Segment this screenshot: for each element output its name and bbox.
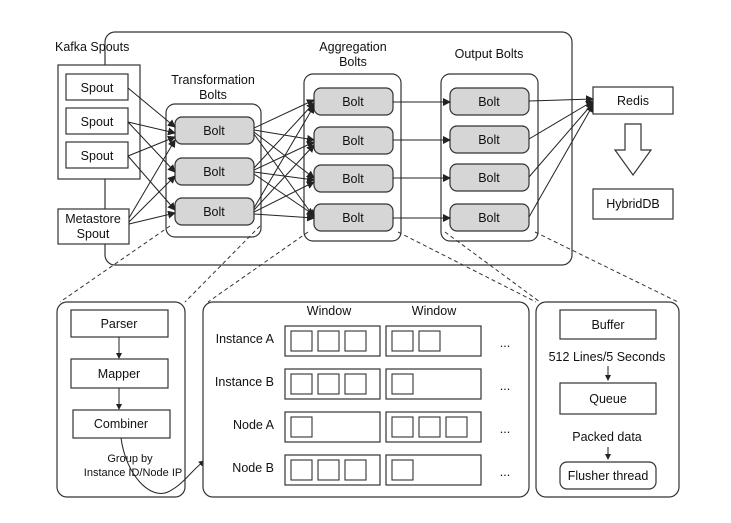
group-by-label-1: Group by bbox=[107, 453, 153, 465]
row-ellipsis: ... bbox=[500, 465, 510, 479]
transformation-bolt-2-label: Bolt bbox=[203, 165, 225, 179]
transformation-bolts-title-2: Bolts bbox=[199, 88, 227, 102]
window-header-1: Window bbox=[307, 304, 352, 318]
combiner-to-windows-arrow bbox=[120, 437, 205, 494]
window-slot bbox=[391, 416, 414, 438]
output-bolt-2-label: Bolt bbox=[478, 133, 500, 147]
window-slot bbox=[290, 330, 313, 352]
window-slot bbox=[290, 416, 313, 438]
window-slot bbox=[290, 459, 313, 481]
buffer-label: Buffer bbox=[591, 318, 624, 332]
row-ellipsis: ... bbox=[500, 336, 510, 350]
queue-box bbox=[559, 382, 657, 415]
spout-1 bbox=[65, 73, 129, 101]
output-bolts-group bbox=[440, 73, 539, 242]
window-slot bbox=[391, 373, 414, 395]
window-slot bbox=[344, 373, 367, 395]
spout-3 bbox=[65, 141, 129, 169]
spout-1-label: Spout bbox=[81, 81, 114, 95]
redis-label: Redis bbox=[617, 94, 649, 108]
spout-2 bbox=[65, 107, 129, 135]
hybriddb-box bbox=[592, 188, 674, 220]
row-ellipsis: ... bbox=[500, 379, 510, 393]
window-slot bbox=[418, 416, 441, 438]
window-slot bbox=[344, 459, 367, 481]
metastore-spout-label-1: Metastore bbox=[65, 212, 121, 226]
aggregation-to-output-edges bbox=[393, 98, 451, 222]
aggregation-bolt-3-label: Bolt bbox=[342, 172, 364, 186]
aggregation-bolts-title-2: Bolts bbox=[339, 55, 367, 69]
row-label: Instance A bbox=[216, 332, 275, 346]
hybriddb-label: HybridDB bbox=[606, 197, 660, 211]
flusher-thread-box bbox=[559, 461, 657, 490]
window-slot bbox=[317, 459, 340, 481]
window-slot bbox=[391, 459, 414, 481]
window-slot bbox=[445, 416, 468, 438]
mapper-label: Mapper bbox=[98, 367, 140, 381]
aggregation-bolts-title-1: Aggregation bbox=[319, 40, 386, 54]
output-bolt-3-label: Bolt bbox=[478, 171, 500, 185]
output-bolts-title: Output Bolts bbox=[455, 47, 524, 61]
transformation-bolts-title-1: Transformation bbox=[171, 73, 255, 87]
transformation-bolt-1-label: Bolt bbox=[203, 124, 225, 138]
zoom-connectors bbox=[59, 225, 679, 303]
output-to-redis-edges bbox=[528, 95, 594, 218]
window-slot bbox=[344, 330, 367, 352]
queue-label: Queue bbox=[589, 392, 627, 406]
spout-2-label: Spout bbox=[81, 115, 114, 129]
parser-label: Parser bbox=[101, 317, 138, 331]
transformation-to-aggregation-edges bbox=[253, 99, 315, 222]
rate-label: 512 Lines/5 Seconds bbox=[549, 350, 666, 364]
window-slot bbox=[418, 330, 441, 352]
mapper-box bbox=[70, 358, 169, 389]
metastore-spout bbox=[57, 208, 130, 245]
combiner-label: Combiner bbox=[94, 417, 148, 431]
metastore-spout-label-2: Spout bbox=[77, 227, 110, 241]
flusher-thread-label: Flusher thread bbox=[568, 469, 649, 483]
aggregation-bolt-1-label: Bolt bbox=[342, 95, 364, 109]
window-slot bbox=[317, 373, 340, 395]
output-bolt-4-label: Bolt bbox=[478, 211, 500, 225]
buffer-box bbox=[559, 309, 657, 340]
row-label: Node A bbox=[233, 418, 275, 432]
window-slot bbox=[317, 330, 340, 352]
window-rows: Instance A... Instance B... Node A... Node … bbox=[215, 325, 510, 486]
spout-3-label: Spout bbox=[81, 149, 114, 163]
aggregation-bolts-group bbox=[303, 73, 402, 242]
row-ellipsis: ... bbox=[500, 422, 510, 436]
kafka-spouts-label: Kafka Spouts bbox=[55, 40, 129, 54]
window-slot bbox=[391, 330, 414, 352]
row-label: Instance B bbox=[215, 375, 274, 389]
transformation-detail-panel bbox=[56, 301, 186, 498]
redis-to-hybriddb-arrow bbox=[613, 123, 653, 177]
spout-to-transformation-edges bbox=[127, 87, 176, 225]
window-slot bbox=[290, 373, 313, 395]
transformation-bolt-3-label: Bolt bbox=[203, 205, 225, 219]
packed-data-label: Packed data bbox=[572, 430, 642, 444]
row-label: Node B bbox=[232, 461, 274, 475]
window-header-2: Window bbox=[412, 304, 457, 318]
aggregation-bolt-2-label: Bolt bbox=[342, 134, 364, 148]
aggregation-bolt-4-label: Bolt bbox=[342, 211, 364, 225]
output-bolt-1-label: Bolt bbox=[478, 95, 500, 109]
